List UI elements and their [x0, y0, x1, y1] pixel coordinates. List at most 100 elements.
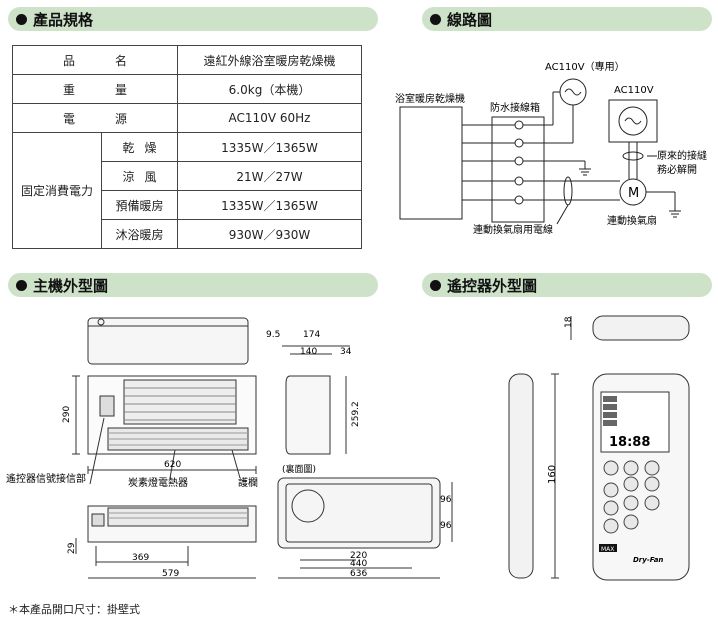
- power-mode: 預備暖房: [101, 190, 178, 220]
- table-row: 電源 AC110V 60Hz: [12, 103, 362, 133]
- fan-ac-box: [608, 99, 658, 143]
- section-header-main-unit: 主機外型圖: [8, 273, 378, 297]
- side-view: [285, 375, 331, 455]
- motor-symbol: M: [628, 186, 639, 201]
- table-row: 品名 遠紅外線浴室暖房乾燥機: [12, 45, 362, 75]
- spec-label-text: 電源: [62, 111, 167, 126]
- max-badge-text: MAX: [601, 546, 614, 553]
- dim-579: 579: [162, 569, 179, 579]
- heater-label: 炭素燈電熱器: [128, 476, 188, 489]
- footnote: ＊本產品開口尺寸：掛壁式: [8, 603, 140, 616]
- spec-value: 遠紅外線浴室暖房乾燥機: [177, 45, 362, 75]
- remote-button[interactable]: [623, 495, 639, 511]
- guard-label: 護欄: [238, 476, 258, 489]
- remote-button[interactable]: [644, 460, 660, 476]
- receiver-label: 遙控器信號接信部: [6, 472, 86, 485]
- dim-620: 620: [164, 460, 181, 470]
- terminal-icon: [514, 195, 524, 205]
- bullet-icon: [16, 279, 27, 291]
- ac-dedicated-label: AC110V（專用）: [545, 60, 625, 73]
- junction-box-label: 防水接線箱: [490, 101, 540, 114]
- fan-label: 連動換氣扇: [607, 214, 657, 227]
- dim-34: 34: [340, 347, 352, 357]
- dim-259-2: 259.2: [351, 401, 361, 427]
- power-mode: 乾燥: [101, 132, 178, 162]
- power-mode-text: 涼風: [122, 169, 167, 184]
- back-view: [277, 477, 441, 549]
- remote-brand: Dry-Fan: [633, 556, 663, 564]
- section-header-remote: 遙控器外型圖: [422, 273, 712, 297]
- power-label: 固定消費電力: [12, 132, 102, 249]
- section-title: 遙控器外型圖: [447, 276, 538, 295]
- dim-29: 29: [67, 542, 77, 554]
- spec-value: 6.0kg（本機）: [177, 74, 362, 104]
- max-badge: [599, 544, 617, 552]
- bullet-icon: [430, 13, 441, 25]
- power-mode: 涼風: [101, 161, 178, 191]
- dim-96-lower: 96: [440, 521, 452, 531]
- table-row: 固定消費電力 乾燥 1335W／1365W: [12, 132, 362, 249]
- power-mode: 沐浴暖房: [101, 219, 178, 249]
- power-value: 930W／930W: [177, 219, 362, 249]
- table-row: 重量 6.0kg（本機）: [12, 74, 362, 104]
- table-row: 預備暖房 1335W／1365W: [13, 190, 362, 220]
- ac-source-icon: [618, 106, 648, 136]
- terminal-icon: [514, 138, 524, 148]
- remote-button[interactable]: [644, 476, 660, 492]
- unit-box: [399, 106, 463, 220]
- cut-note-line1: 原來的接縫: [657, 149, 707, 162]
- dim-220: 220: [350, 551, 367, 561]
- main-unit-drawing: 290 620 9.5 174 140 34 259.2 29 369 579 …: [6, 317, 453, 579]
- dim-290: 290: [62, 406, 72, 423]
- spec-table: 品名 遠紅外線浴室暖房乾燥機 重量 6.0kg（本機） 電源 AC110V 60…: [12, 45, 362, 249]
- dim-369: 369: [132, 553, 149, 563]
- back-view-label: (裏面圖): [282, 463, 316, 475]
- remote-display-time: 18:88: [609, 435, 650, 450]
- table-row: 涼風 21W／27W: [13, 161, 362, 191]
- dim-440: 440: [350, 559, 367, 569]
- dim-636: 636: [350, 569, 367, 579]
- terminal-icon: [514, 120, 524, 130]
- dim-96-upper: 96: [440, 495, 452, 505]
- power-value: 21W／27W: [177, 161, 362, 191]
- remote-side-view: [508, 373, 534, 579]
- remote-drawing: 18:88 MAX Dry-Fan 18 160: [508, 315, 690, 581]
- junction-box: [491, 116, 545, 223]
- section-header-spec: 產品規格: [8, 7, 378, 31]
- table-row: 沐浴暖房 930W／930W: [13, 219, 362, 249]
- cut-note-line2: 務必解開: [657, 163, 697, 176]
- spec-label: 電源: [12, 103, 178, 133]
- remote-top-view: [592, 315, 690, 341]
- wiring-diagram: AC110V（專用） AC110V 浴室暖房乾燥機 防水接線箱 原來的接縫 務必…: [395, 60, 707, 236]
- remote-button[interactable]: [623, 476, 639, 492]
- remote-button[interactable]: [644, 495, 660, 511]
- section-header-wiring: 線路圖: [422, 7, 712, 31]
- remote-button[interactable]: [603, 500, 619, 516]
- power-value: 1335W／1365W: [177, 190, 362, 220]
- remote-button[interactable]: [603, 482, 619, 498]
- remote-button[interactable]: [603, 460, 619, 476]
- bullet-icon: [16, 13, 27, 25]
- dim-174: 174: [303, 330, 320, 340]
- terminal-icon: [514, 156, 524, 166]
- unit-label: 浴室暖房乾燥機: [395, 92, 465, 105]
- spec-label-text: 品名: [62, 53, 167, 68]
- dim-160: 160: [547, 465, 558, 484]
- dim-9-5: 9.5: [266, 330, 280, 340]
- remote-button[interactable]: [623, 514, 639, 530]
- dim-18: 18: [564, 316, 574, 328]
- remote-button[interactable]: [603, 518, 619, 534]
- top-view: [87, 317, 249, 365]
- spec-label: 重量: [12, 74, 178, 104]
- section-title: 產品規格: [33, 10, 94, 29]
- cable-label: 連動換氣扇用電線: [473, 223, 553, 236]
- spec-label-text: 重量: [62, 82, 167, 97]
- power-value: 1335W／1365W: [177, 132, 362, 162]
- ac-label: AC110V: [614, 85, 654, 96]
- dim-140: 140: [300, 347, 317, 357]
- power-mode-text: 乾燥: [122, 140, 167, 155]
- terminal-icon: [514, 176, 524, 186]
- spec-label: 品名: [12, 45, 178, 75]
- section-title: 線路圖: [447, 10, 493, 29]
- remote-button[interactable]: [623, 460, 639, 476]
